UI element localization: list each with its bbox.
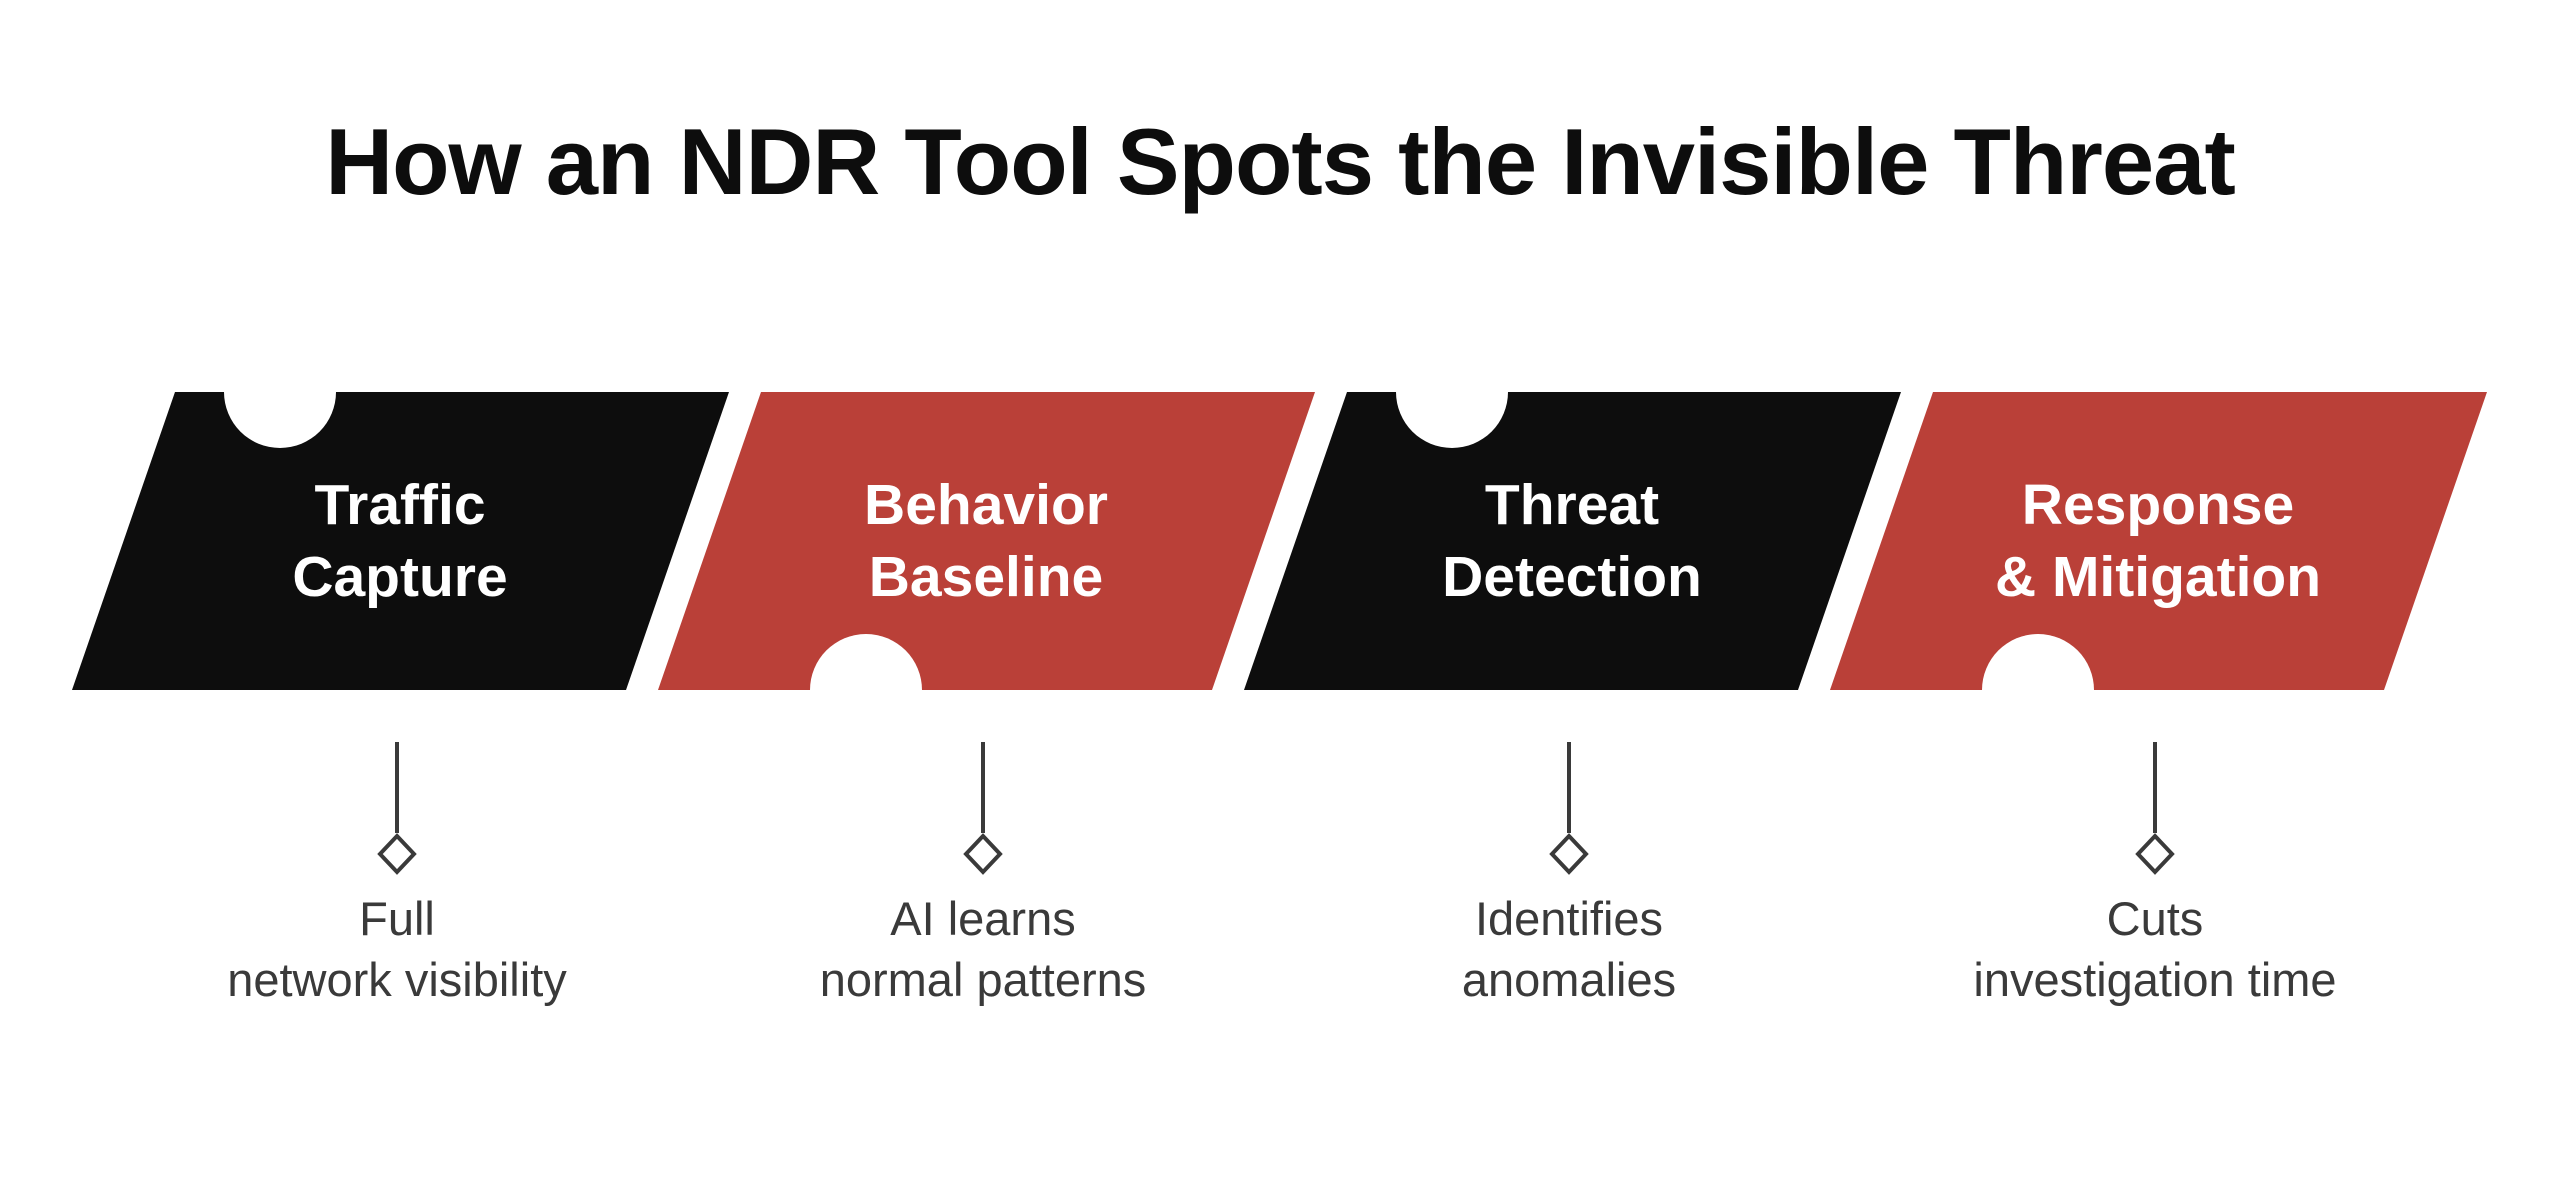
parallelogram-shape <box>658 392 1315 690</box>
caption-line: normal patterns <box>819 953 1147 1006</box>
connector-behavior-baseline <box>963 742 1003 875</box>
top-notch-cutout <box>224 336 336 448</box>
diamond-icon <box>1549 833 1589 875</box>
caption-line: Cuts <box>2106 892 2204 945</box>
parallelogram-shape <box>72 392 729 690</box>
caption-line: network visibility <box>227 953 567 1006</box>
caption-line: Identifies <box>1474 892 1664 945</box>
connector-threat-detection <box>1549 742 1589 875</box>
step-shape-behavior-baseline <box>658 392 1315 746</box>
diamond-icon <box>377 833 417 875</box>
caption-line: investigation time <box>1973 953 2337 1006</box>
bottom-notch-cutout <box>810 634 922 746</box>
parallelogram-shape <box>1244 392 1901 690</box>
step-shape-traffic-capture <box>72 336 729 690</box>
step-shape-response-mitigation <box>1830 392 2487 746</box>
step-caption-behavior-baseline: AI learns normal patterns <box>703 888 1263 1010</box>
diamond-icon <box>963 833 1003 875</box>
caption-line: AI learns <box>890 892 1076 945</box>
diamond-icon <box>2135 833 2175 875</box>
top-notch-cutout <box>1396 336 1508 448</box>
page-title: How an NDR Tool Spots the Invisible Thre… <box>325 109 2236 214</box>
caption-line: anomalies <box>1461 953 1677 1006</box>
caption-line: Full <box>359 892 435 945</box>
connector-traffic-capture <box>377 742 417 875</box>
step-shape-threat-detection <box>1244 336 1901 690</box>
step-caption-response-mitigation: Cuts investigation time <box>1875 888 2435 1010</box>
step-caption-threat-detection: Identifies anomalies <box>1289 888 1849 1010</box>
step-caption-traffic-capture: Full network visibility <box>117 888 677 1010</box>
parallelogram-shape <box>1830 392 2487 690</box>
connector-response-mitigation <box>2135 742 2175 875</box>
bottom-notch-cutout <box>1982 634 2094 746</box>
